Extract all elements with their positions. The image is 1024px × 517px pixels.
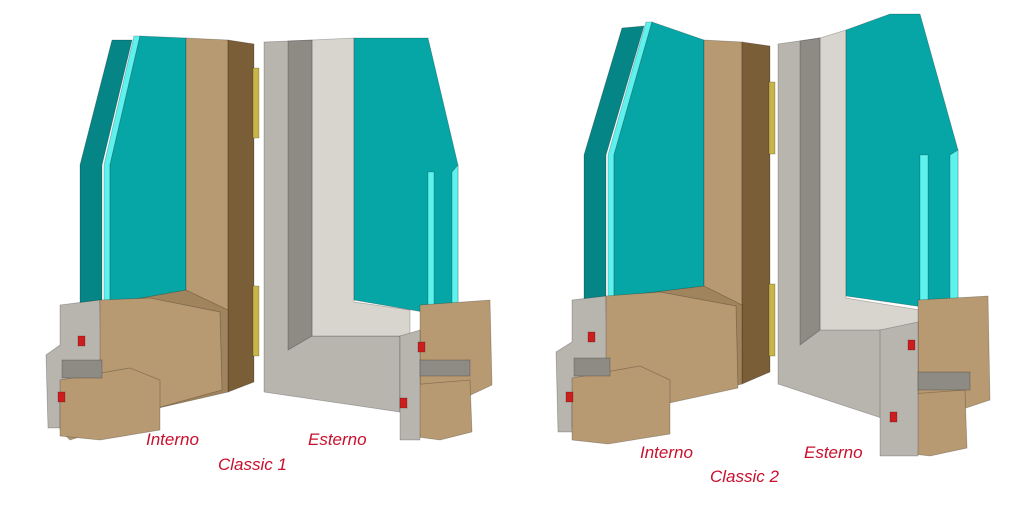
wood-frame-post-side bbox=[227, 39, 255, 393]
wood-frame-post-side bbox=[741, 41, 771, 385]
alu-channel bbox=[419, 359, 471, 377]
hinge bbox=[252, 285, 260, 357]
window-section-classic-1 bbox=[45, 35, 493, 441]
glass-pane bbox=[845, 13, 959, 313]
gasket bbox=[587, 331, 596, 343]
model-label: Classic 2 bbox=[710, 467, 779, 486]
alu-channel bbox=[917, 371, 971, 391]
interior-label: Interno bbox=[640, 443, 693, 462]
exterior-label: Esterno bbox=[308, 430, 367, 449]
alu-frame-trim bbox=[287, 39, 313, 351]
window-section-classic-2 bbox=[555, 13, 991, 457]
alu-channel bbox=[61, 359, 103, 379]
exterior-label: Esterno bbox=[804, 443, 863, 462]
hinge bbox=[768, 81, 776, 155]
alu-frame-trim bbox=[799, 37, 821, 346]
model-label: Classic 1 bbox=[218, 455, 287, 474]
interior-label: Interno bbox=[146, 430, 199, 449]
wood-section-lower bbox=[571, 365, 671, 445]
gasket bbox=[57, 391, 66, 403]
alu-channel bbox=[573, 357, 611, 377]
gasket bbox=[417, 341, 426, 353]
glass-pane-edge bbox=[919, 154, 929, 319]
gasket bbox=[565, 391, 574, 403]
glass-pane-edge bbox=[451, 163, 459, 319]
gasket bbox=[907, 339, 916, 351]
glass-pane-edge bbox=[949, 149, 959, 319]
wood-section-lower bbox=[59, 367, 161, 441]
hinge bbox=[768, 283, 776, 357]
hinge bbox=[252, 67, 260, 139]
alu-profile-section bbox=[399, 329, 421, 441]
alu-profile-section bbox=[879, 321, 919, 457]
gasket bbox=[889, 411, 898, 423]
glass-pane bbox=[353, 37, 459, 319]
glass-pane-edge bbox=[427, 171, 435, 319]
gasket bbox=[399, 397, 408, 409]
gasket bbox=[77, 335, 86, 347]
